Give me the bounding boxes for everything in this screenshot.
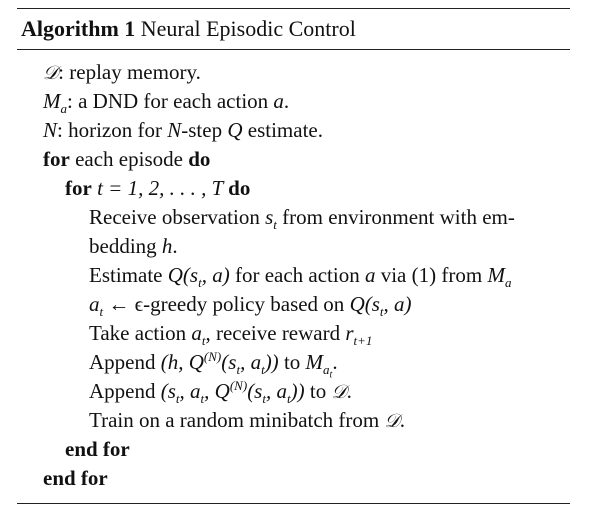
algorithm-box: Algorithm 1 Neural Episodic Control 𝒟: r…: [17, 8, 570, 504]
line-dnd: Ma: a DND for each action a.: [43, 89, 290, 117]
line-append-dnd: Append (h, Q(N)(st, at)) to Mat.: [89, 349, 338, 381]
line-estimate-q: Estimate Q(st, a) for each action a via …: [89, 263, 512, 291]
line-end-for-outer: end for: [43, 466, 108, 490]
line-horizon: N: horizon for N-step Q estimate.: [43, 118, 323, 142]
algorithm-name: Neural Episodic Control: [140, 16, 356, 41]
line-end-for-inner: end for: [65, 437, 130, 461]
algorithm-label: Algorithm 1: [21, 16, 136, 41]
bottom-rule: [17, 503, 570, 504]
line-epsilon-greedy: at ← ϵ-greedy policy based on Q(st, a): [89, 292, 412, 320]
top-rule: [17, 8, 570, 9]
title-rule: [17, 49, 570, 50]
line-embedding: bedding h.: [89, 234, 178, 258]
line-train: Train on a random minibatch from 𝒟.: [89, 408, 405, 432]
algorithm-title: Algorithm 1 Neural Episodic Control: [17, 9, 570, 49]
algorithm-body: 𝒟: replay memory. Ma: a DND for each act…: [17, 50, 570, 503]
line-for-t: for t = 1, 2, . . . , T do: [65, 176, 251, 200]
line-take-action: Take action at, receive reward rt+1: [89, 321, 373, 349]
line-replay-memory: 𝒟: replay memory.: [43, 60, 201, 84]
line-receive-observation: Receive observation st from environment …: [89, 205, 515, 233]
line-append-replay: Append (st, at, Q(N)(st, at)) to 𝒟.: [89, 378, 352, 407]
line-for-episode: for each episode do: [43, 147, 211, 171]
